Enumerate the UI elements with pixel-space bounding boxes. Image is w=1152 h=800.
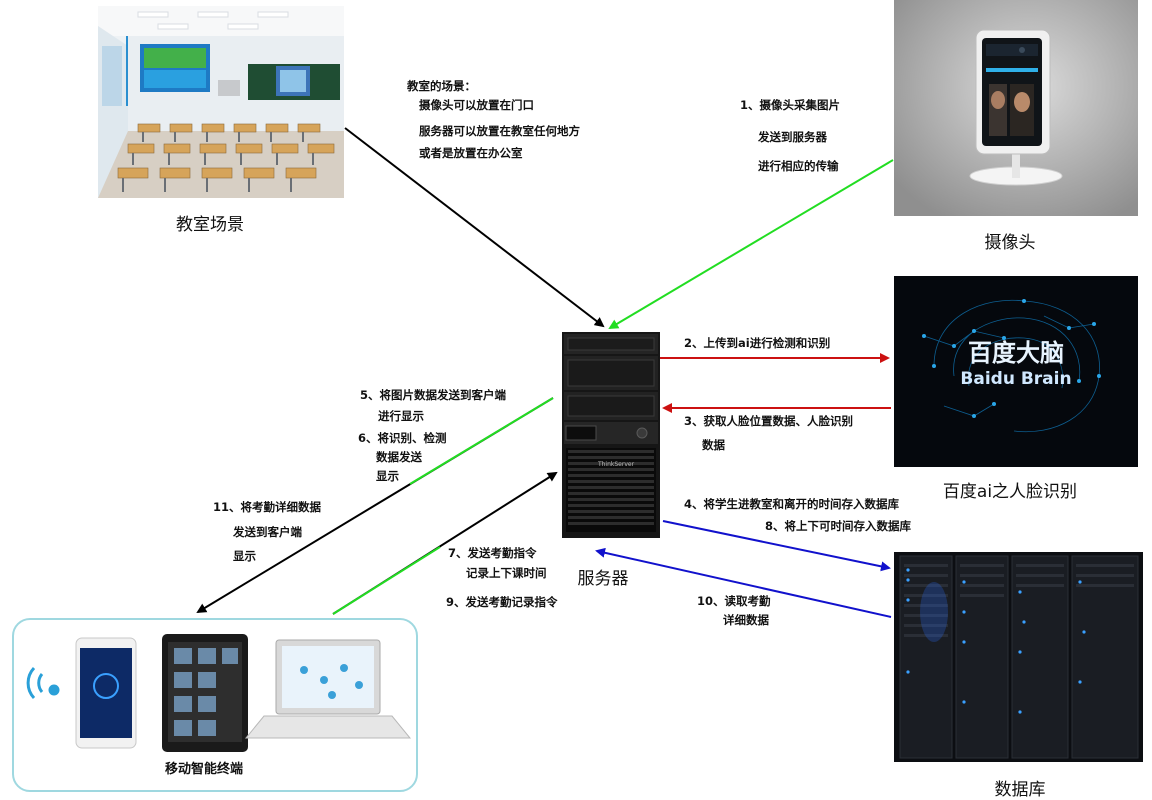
mobile-terminal-panel: 移动智能终端	[12, 618, 418, 792]
baidu-logo-cn: 百度大脑	[968, 339, 1064, 367]
wifi-icon	[26, 666, 60, 700]
arrow-terminal-to-server-green-segment	[332, 546, 441, 615]
server-label: 服务器	[577, 569, 629, 589]
classroom-label: 教室场景	[176, 215, 244, 235]
phone-icon	[75, 637, 137, 749]
arrow-camera-to-server	[608, 159, 894, 330]
server-image: ThinkServer	[558, 330, 664, 540]
camera-image	[894, 0, 1138, 216]
baidu-logo-en: Baidu Brain	[960, 369, 1071, 389]
arrow-terminal-to-server	[332, 471, 558, 615]
mobile-terminal-label: 移动智能终端	[164, 762, 243, 777]
classroom-image	[98, 6, 344, 198]
baidu-ai-image: 百度大脑 Baidu Brain	[894, 276, 1138, 467]
baidu-ai-label: 百度ai之人脸识别	[942, 482, 1078, 502]
tablet-icon	[162, 634, 248, 752]
database-label: 数据库	[994, 780, 1046, 800]
camera-label: 摄像头	[984, 233, 1036, 253]
database-image	[894, 552, 1143, 762]
server-brand: ThinkServer	[597, 461, 635, 468]
laptop-icon	[244, 639, 412, 739]
